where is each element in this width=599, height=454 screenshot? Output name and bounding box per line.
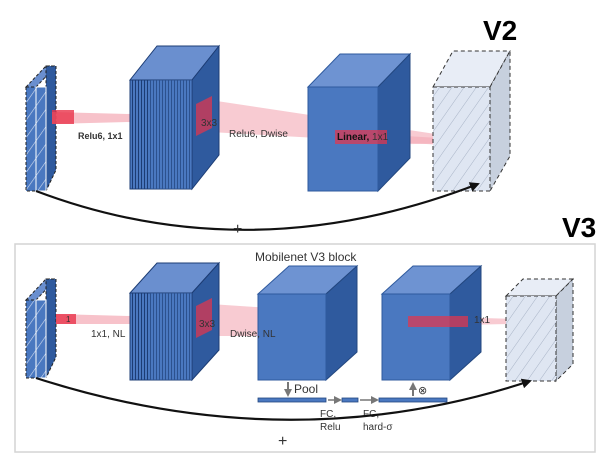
- v3-se-path: Pool ⊗ FC, Relu FC, hard-σ: [257, 382, 448, 433]
- v3-residual-arrow: [35, 376, 532, 421]
- v2-section: V2: [24, 15, 517, 238]
- v3-block-frame: [14, 243, 596, 453]
- v3-section: V3 Mobilenet V3 block: [14, 212, 596, 453]
- v3-kernel-3x3: 3x3: [199, 319, 216, 330]
- v2-dwise-tensor: [306, 52, 412, 193]
- v3-kernel-1: 1: [66, 315, 71, 324]
- v3-residual-plus: +: [278, 433, 287, 450]
- pool-label: Pool: [294, 382, 318, 396]
- multiply-icon: ⊗: [418, 385, 427, 397]
- v2-output-tensor: [432, 49, 511, 193]
- v3-stage1-label: 1x1, NL: [91, 329, 126, 340]
- v2-title: V2: [483, 15, 517, 46]
- fc2-label-line2: hard-σ: [363, 422, 393, 433]
- fc1-vector: [341, 397, 359, 403]
- fc2-vector: [378, 397, 448, 403]
- v3-stage2-label: Dwise, NL: [230, 329, 276, 340]
- v2-highlight-3x3: [196, 96, 212, 136]
- v2-stage2-label: Relu6, Dwise: [229, 129, 288, 140]
- v3-stage3-label: 1x1: [474, 315, 491, 326]
- fc1-label-line2: Relu: [320, 422, 341, 433]
- v3-title: V3: [562, 212, 596, 243]
- v2-stage3-1x1: 1x1: [369, 132, 388, 143]
- v3-highlight-3x3: [196, 298, 212, 338]
- v2-highlight-linear: [335, 130, 387, 144]
- v3-dwise-tensor: [256, 264, 359, 382]
- v2-residual-plus: +: [233, 221, 242, 238]
- v2-input-tensor: [24, 65, 58, 192]
- v2-stage3-linear: Linear,: [337, 132, 369, 143]
- v2-highlight-1x1: [52, 110, 74, 124]
- v2-stage3-label: Linear, 1x1: [337, 132, 389, 143]
- v3-highlight-1: [56, 314, 76, 324]
- v3-output-tensor: [504, 277, 575, 383]
- v3-input-tensor: [24, 278, 58, 379]
- v3-highlight-1x1: [408, 316, 468, 327]
- v2-kernel-3x3: 3x3: [201, 118, 218, 129]
- v3-block-title: Mobilenet V3 block: [255, 250, 357, 264]
- v3-expanded-tensor: [128, 261, 221, 382]
- pooled-vector: [257, 397, 327, 403]
- v2-residual-arrow: [35, 182, 480, 231]
- v2-stage1-label: Relu6, 1x1: [78, 131, 123, 141]
- v3-se-tensor: [380, 264, 483, 382]
- fc1-label-line1: FC,: [320, 409, 336, 420]
